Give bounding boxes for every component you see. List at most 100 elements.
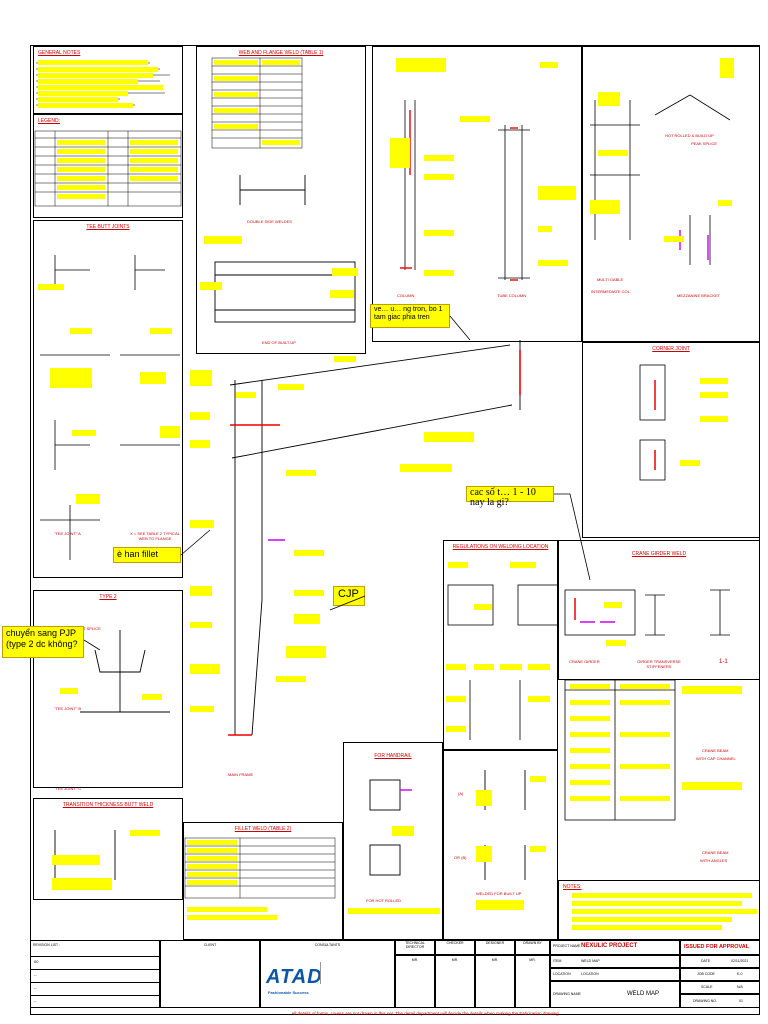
callout-tag [294,614,320,624]
designer-label: DESIGNER [485,941,505,945]
drawing-name: WELD MAP [627,991,660,997]
tee-butt-joints-title: TEE BUTT JOINTS [86,224,130,230]
scale-value: N/A [737,985,743,989]
callout-tag [424,174,454,180]
callout-tag [187,856,237,861]
crane-girder-label: CRANE GIRDER [569,659,600,664]
atad-logo: ATAD [266,966,323,988]
date-cell: DATE 02/11/2021 [680,955,760,968]
checker-cell: CHECKER [435,940,475,955]
callout-tag [204,236,242,244]
designer-cell: DESIGNER [475,940,515,955]
callout-tag [476,900,524,910]
drawing-no-label: DRAWING NO. [693,999,717,1003]
callout-tag [190,586,212,596]
callout-tag [38,103,133,108]
callout-tag [130,149,178,154]
callout-tag [57,176,105,181]
drawn-by-cell: DRAWN BY [515,940,550,955]
callout-tag [214,76,258,81]
consultant-cell: CONSULTANTS [260,940,395,1008]
crane-beam-angles-label-1: CRANE BEAM [702,850,729,855]
callout-tag [52,855,100,865]
callout-tag [528,664,550,670]
callout-tag [620,732,670,737]
callout-tag [446,726,466,732]
tech-director-cell: TECHNICAL DIRECTOR [395,940,435,955]
welded-a-label: (A) [458,791,464,796]
revision-list-cell: REVISION LIST : [30,940,160,1008]
callout-tag [60,688,78,694]
peak-splice-label-1: HOT ROLLED & BUILD UP [665,133,714,138]
callout-tag [606,640,626,646]
project-name-cell: PROJECT NAME NEXULIC PROJECT [550,940,680,955]
callout-tag [57,158,105,163]
location-label: LOCATION [553,972,571,976]
callout-tag [530,776,546,782]
general-notes-title: GENERAL NOTES [38,50,81,56]
callout-tag [334,356,356,362]
callout-tag [38,85,163,90]
item-value: WELD MAP [581,959,600,963]
callout-tag [604,602,622,608]
callout-tag [72,430,96,436]
signature-text: MR. [451,958,459,962]
callout-tag [187,907,267,912]
callout-tag [38,60,148,65]
hot-rolled-label: FOR HOT ROLLED [366,898,402,903]
callout-tag [474,604,492,610]
callout-tag [476,790,492,806]
scale-label: SCALE [701,985,713,989]
issued-for-approval: ISSUED FOR APPROVAL [684,944,750,950]
multi-gable-label-1: MULTI GABLE [597,277,624,282]
rev-row-0: 00 [34,959,39,964]
issued-cell: ISSUED FOR APPROVAL [680,940,760,955]
designer-sign: MR. [475,955,515,1008]
callout-tag [720,58,734,78]
callout-tag [332,268,358,276]
callout-tag [276,676,306,682]
callout-tag [214,60,258,65]
callout-tag [200,282,222,290]
location-cell: LOCATION LOCATION [550,968,680,981]
callout-tag [400,464,452,472]
callout-tag [538,226,552,232]
callout-tag [572,901,742,906]
regulations-panel: REGULATIONS ON WELDING LOCATION [443,540,558,750]
callout-tag [572,917,732,922]
callout-tag [390,138,410,168]
callout-tag [538,186,576,200]
regulations-title: REGULATIONS ON WELDING LOCATION [452,544,549,550]
review-note-fillet: è han fillet [113,547,181,563]
mezzanine-bracket-label: MEZZANINE BRACKET [677,293,721,298]
callout-tag [52,878,112,890]
signature-text: MR. [411,958,419,962]
web-flange-weld-title: WEB AND FLANGE WELD (TABLE 1) [238,50,324,56]
callout-tag [57,194,105,199]
callout-tag [570,748,610,753]
callout-tag [530,846,546,852]
corner-joint-panel: CORNER JOINT [582,342,760,538]
section-1-1-label: 1-1 [719,659,728,665]
project-name: NEXULIC PROJECT [581,943,638,949]
tee-joint-b-label: "TEE JOINT" B [54,706,82,711]
signature-text: MR. [529,958,536,962]
callout-tag [190,706,214,712]
callout-tag [620,796,670,801]
callout-tag [664,236,684,242]
notes-bottom-right-panel: NOTES: [558,880,760,940]
main-frame-label: MAIN FRAME [228,772,254,777]
callout-tag [718,200,732,206]
callout-tag [446,696,466,702]
callout-tag [262,140,300,145]
consultant-address [320,962,392,984]
callout-tag [424,230,454,236]
callout-tag [700,416,728,422]
multi-gable-label-2: INTERMEDIATE COL. [591,289,631,294]
columns-panel: COLUMN TUBE COLUMN [372,46,582,342]
callout-tag [70,328,92,334]
callout-tag [500,664,522,670]
callout-tag [187,840,237,845]
tech-director-sign: MR. [395,955,435,1008]
signature-text: MR. [491,958,499,962]
